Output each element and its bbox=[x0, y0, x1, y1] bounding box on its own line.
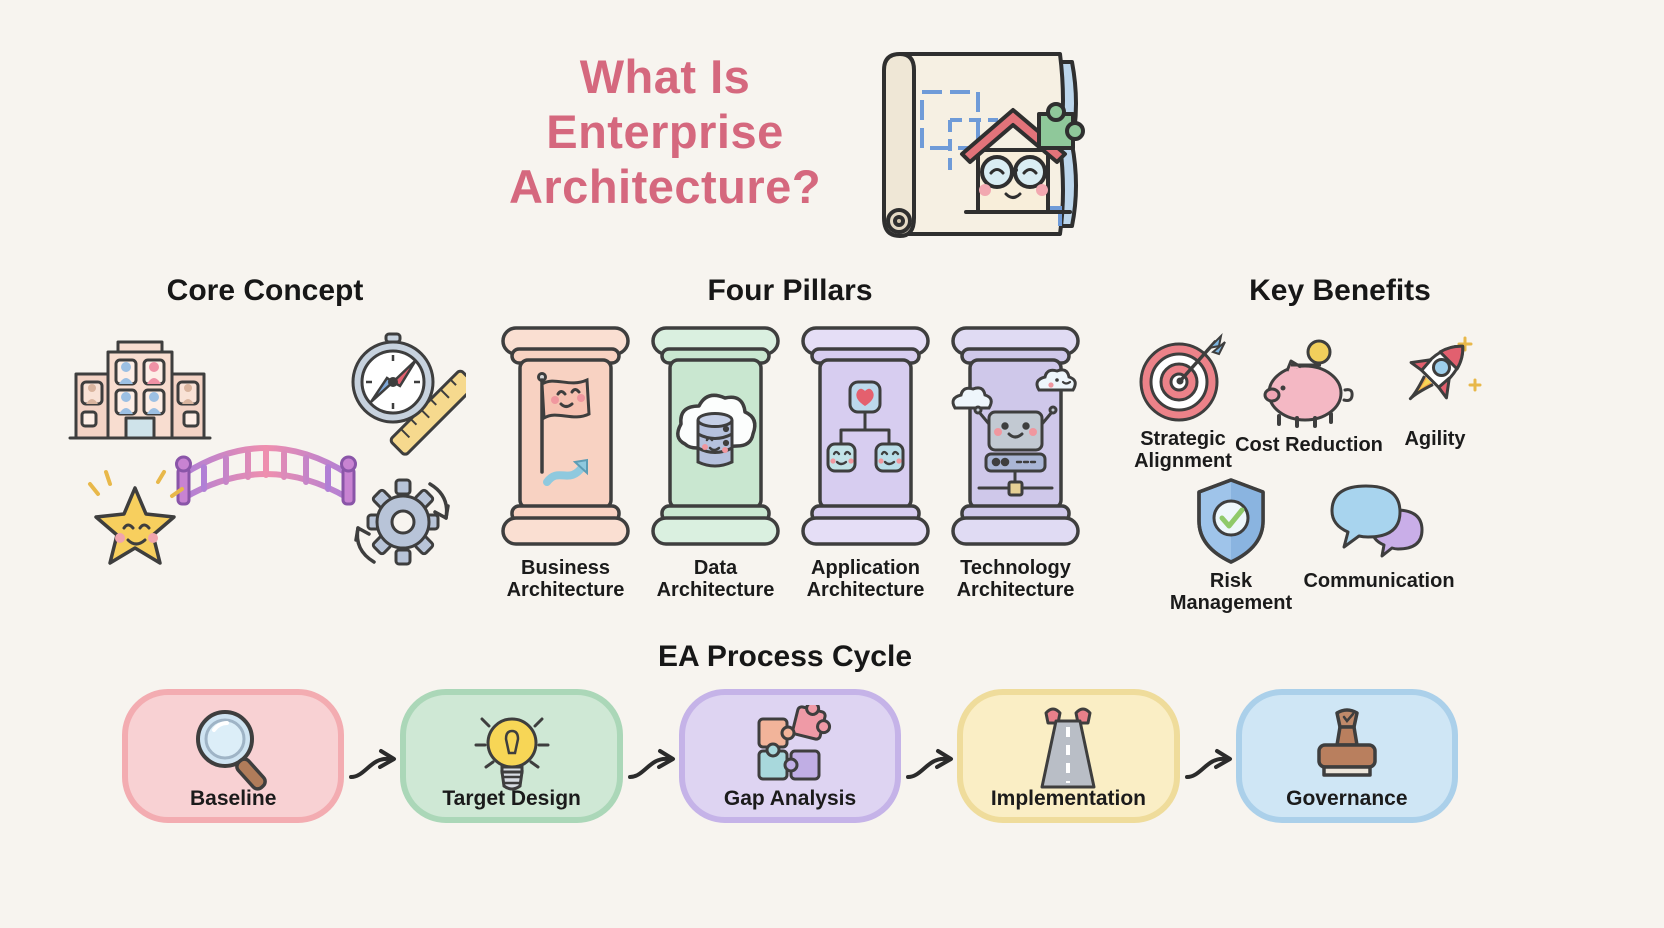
piggy-bank-icon bbox=[1263, 339, 1354, 428]
four-pillars-row: Business Architecture bbox=[495, 320, 1085, 602]
organization-building-icon bbox=[68, 340, 212, 440]
benefit-risk-management: Risk Management bbox=[1156, 476, 1306, 615]
rocket-icon bbox=[1408, 336, 1482, 401]
step-target-design: Target Design bbox=[400, 689, 623, 823]
stamp-icon bbox=[1317, 708, 1377, 777]
robot-computer-icon bbox=[951, 326, 1080, 546]
page-title: What Is Enterprise Architecture? bbox=[395, 50, 935, 215]
benefit-cost-reduction: Cost Reduction bbox=[1234, 338, 1384, 456]
pillar-application: Application Architecture bbox=[795, 320, 936, 602]
pillar-data-label: Data Architecture bbox=[656, 557, 775, 602]
step-implementation-label: Implementation bbox=[990, 787, 1147, 810]
puzzle-icon bbox=[757, 705, 832, 781]
compass-ruler-icon bbox=[351, 332, 466, 456]
lightbulb-icon bbox=[474, 717, 550, 791]
process-cycle-row: Baseline Target Design bbox=[122, 686, 1459, 826]
shield-check-icon bbox=[1197, 478, 1265, 564]
benefit-risk-management-label: Risk Management bbox=[1169, 570, 1293, 615]
four-pillars-heading: Four Pillars bbox=[707, 274, 873, 307]
core-concept-heading: Core Concept bbox=[166, 274, 364, 307]
benefit-communication-label: Communication bbox=[1303, 570, 1455, 592]
step-baseline: Baseline bbox=[122, 689, 345, 823]
step-baseline-label: Baseline bbox=[190, 787, 277, 810]
pillar-application-label: Application Architecture bbox=[806, 557, 925, 602]
benefit-agility-label: Agility bbox=[1404, 428, 1466, 450]
bridge-icon bbox=[175, 445, 357, 506]
benefit-agility: Agility bbox=[1360, 328, 1510, 450]
pillar-business-label: Business Architecture bbox=[506, 557, 625, 602]
magnifier-icon bbox=[196, 710, 268, 791]
pillar-technology: Technology Architecture bbox=[945, 320, 1086, 602]
flow-arrow-icon bbox=[1184, 749, 1232, 779]
benefit-strategic-alignment: Strategic Alignment bbox=[1108, 332, 1258, 473]
page-title-line3: Architecture? bbox=[508, 159, 822, 213]
chat-bubbles-icon bbox=[1330, 484, 1424, 558]
step-target-design-label: Target Design bbox=[442, 787, 581, 810]
cloud-database-icon bbox=[651, 326, 780, 546]
flag-arrow-icon bbox=[501, 326, 630, 546]
page-title-line1: What Is bbox=[579, 50, 751, 103]
pillar-business: Business Architecture bbox=[495, 320, 636, 602]
target-dart-icon bbox=[1139, 332, 1226, 422]
app-hierarchy-icon bbox=[801, 326, 930, 546]
benefit-cost-reduction-label: Cost Reduction bbox=[1235, 434, 1383, 456]
step-governance: Governance bbox=[1235, 689, 1459, 823]
road-icon bbox=[1040, 707, 1096, 789]
key-benefits-group: Strategic Alignment Cost Reduction bbox=[1108, 318, 1578, 618]
pillar-technology-label: Technology Architecture bbox=[956, 557, 1075, 602]
step-gap-analysis: Gap Analysis bbox=[678, 689, 902, 823]
step-governance-label: Governance bbox=[1286, 787, 1408, 810]
key-benefits-heading: Key Benefits bbox=[1249, 274, 1431, 307]
flow-arrow-icon bbox=[627, 749, 675, 779]
page-title-line2: Enterprise bbox=[546, 104, 784, 158]
benefit-strategic-alignment-label: Strategic Alignment bbox=[1134, 428, 1232, 473]
core-concept-icons bbox=[58, 318, 478, 586]
flow-arrow-icon bbox=[906, 749, 954, 779]
step-gap-analysis-label: Gap Analysis bbox=[723, 787, 857, 810]
smiling-star-icon bbox=[88, 470, 184, 565]
process-cycle-heading: EA Process Cycle bbox=[657, 640, 913, 673]
blueprint-scroll-icon bbox=[858, 40, 1096, 248]
gear-cycle-icon bbox=[354, 478, 450, 566]
pillar-data: Data Architecture bbox=[645, 320, 786, 602]
step-implementation: Implementation bbox=[957, 689, 1180, 823]
benefit-communication: Communication bbox=[1303, 480, 1455, 592]
flow-arrow-icon bbox=[349, 749, 397, 779]
